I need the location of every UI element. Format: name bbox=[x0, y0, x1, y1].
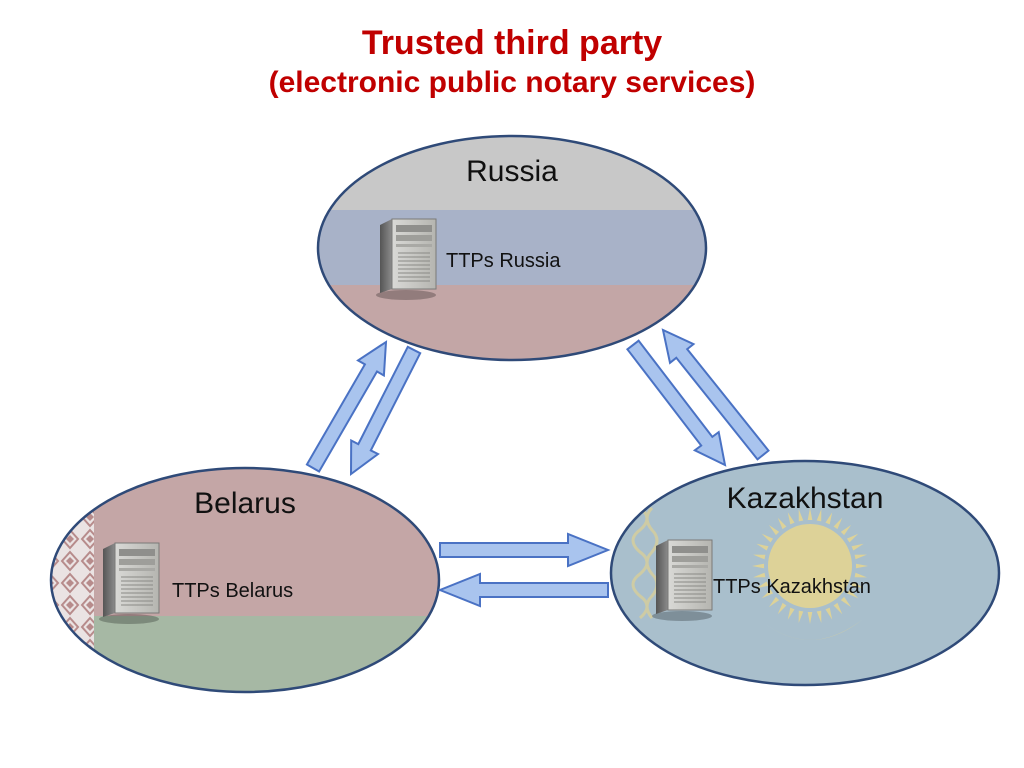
arrow-russia-to-kazakhstan bbox=[625, 339, 727, 467]
kazakhstan-ellipse bbox=[609, 459, 1001, 687]
belarus-ellipse bbox=[49, 466, 441, 694]
belarus-label: Belarus bbox=[194, 487, 296, 520]
kazakhstan-label: Kazakhstan bbox=[727, 482, 884, 515]
server-tower-icon bbox=[98, 542, 160, 625]
ttps-russia-label: TTPs Russia bbox=[446, 250, 561, 272]
arrow-kazakhstan-to-belarus bbox=[437, 572, 609, 608]
kazakhstan-ornament bbox=[631, 506, 659, 620]
node-russia: Russia TTPs Russia bbox=[316, 134, 708, 362]
arrow-belarus-to-kazakhstan bbox=[439, 532, 611, 568]
connection-arrows bbox=[305, 328, 770, 608]
server-tower-icon bbox=[651, 539, 713, 622]
node-belarus: Belarus TTPs Belarus bbox=[49, 466, 441, 694]
russia-ellipse bbox=[316, 134, 708, 362]
ttps-belarus-label: TTPs Belarus bbox=[172, 580, 293, 602]
russia-label: Russia bbox=[466, 155, 558, 188]
kazakhstan-sun bbox=[752, 508, 868, 640]
ttps-kazakhstan-label: TTPs Kazakhstan bbox=[713, 576, 871, 598]
node-kazakhstan: Kazakhstan TTPs Kazakhstan bbox=[609, 459, 1001, 687]
arrow-russia-to-belarus bbox=[349, 345, 422, 476]
slide-subtitle: (electronic public notary services) bbox=[268, 66, 756, 99]
server-tower-icon bbox=[375, 218, 437, 301]
arrow-kazakhstan-to-russia bbox=[661, 328, 770, 461]
slide-title: Trusted third party bbox=[361, 24, 663, 62]
arrow-belarus-to-russia bbox=[305, 340, 388, 473]
belarus-ornament bbox=[51, 468, 94, 692]
